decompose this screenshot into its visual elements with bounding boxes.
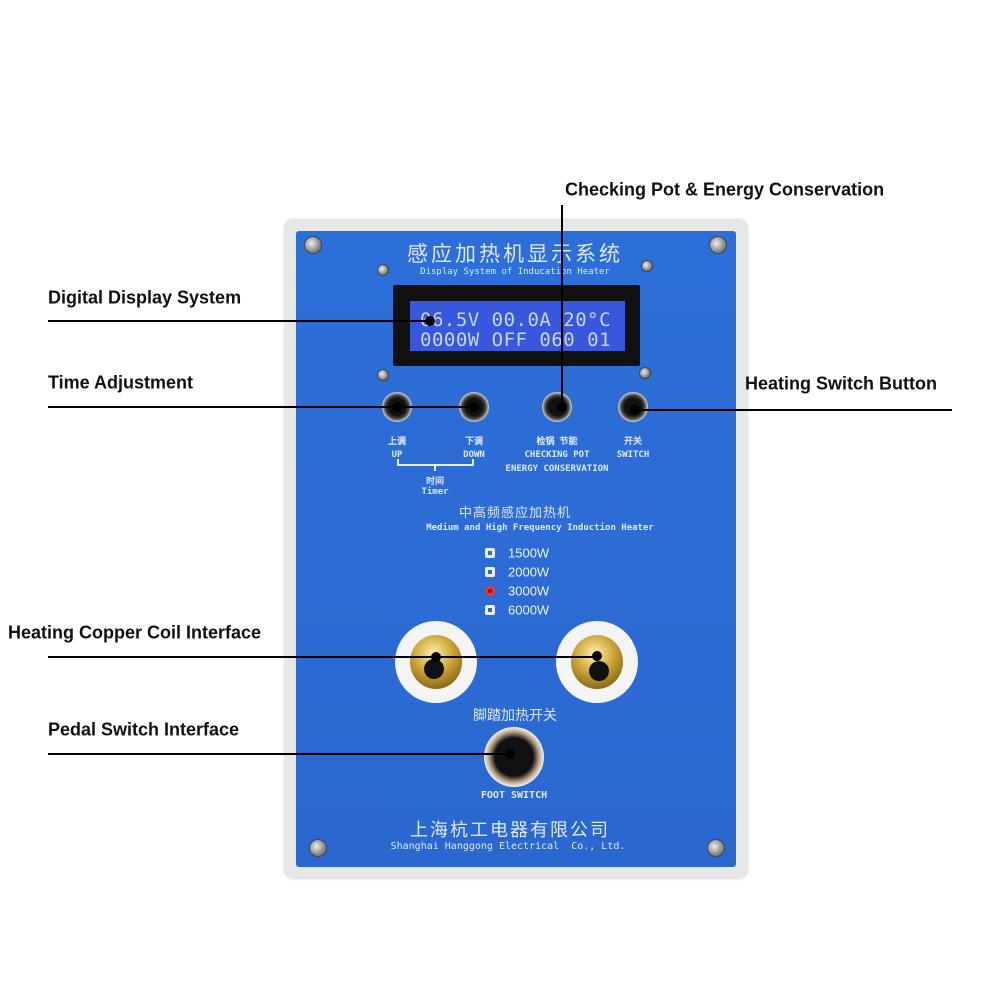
panel-title-cn: 感应加热机显示系统 [407, 242, 623, 266]
timer-bracket-stem [434, 466, 436, 471]
screw-icon [709, 236, 727, 254]
screw-icon [309, 839, 327, 857]
foot-switch-label: FOOT SWITCH [480, 790, 548, 801]
brass-connector [571, 635, 623, 689]
power-option-label: 6000W [508, 602, 550, 618]
up-label-cn: 上调 [387, 436, 407, 446]
panel-title-en: Display System of Inducation Heater [420, 267, 610, 277]
copper-coil-interface-right[interactable] [556, 621, 638, 703]
annotation-time: Time Adjustment [48, 372, 194, 393]
leader-dot [505, 749, 515, 759]
annotation-coil: Heating Copper Coil Interface [8, 622, 262, 643]
annotation-pedal: Pedal Switch Interface [48, 719, 240, 740]
leader-dot [557, 402, 567, 412]
annotation-checking: Checking Pot & Energy Conservation [565, 179, 885, 200]
leader-dot [630, 405, 640, 415]
annotation-switch: Heating Switch Button [745, 373, 937, 394]
screw-icon [707, 839, 725, 857]
lcd-screen [410, 301, 625, 351]
annotation-display: Digital Display System [48, 287, 242, 308]
power-option-label: 1500W [508, 545, 550, 561]
leader-dot [425, 316, 435, 326]
leader-line [561, 205, 563, 407]
leader-line [48, 656, 597, 658]
timer-bracket [397, 459, 474, 466]
connector-hole [424, 659, 444, 679]
timer-label-cn: 时间 [425, 476, 445, 486]
power-indicator-6000 [485, 605, 495, 615]
leader-dot [392, 402, 402, 412]
checking-label-cn: 检锅 节能 [536, 436, 578, 446]
timer-label: Timer [421, 487, 449, 497]
subtitle-en: Medium and High Frequency Induction Heat… [426, 523, 654, 533]
lcd-line-1: 06.5V 00.0A 20°C [420, 309, 612, 331]
subtitle-cn: 中高频感应加热机 [458, 506, 572, 521]
energy-conservation-label: ENERGY CONSERVATION [505, 464, 609, 474]
screw-icon [641, 260, 653, 272]
screw-icon [639, 367, 651, 379]
switch-label-cn: 开关 [623, 436, 643, 446]
down-label: DOWN [463, 450, 485, 460]
power-indicator-3000-selected [485, 586, 495, 596]
connector-hole [589, 661, 609, 681]
company-name-en: Shanghai Hanggong Electrical Co., Ltd. [390, 841, 626, 852]
screw-icon [377, 369, 389, 381]
power-option-label: 3000W [508, 583, 550, 599]
switch-label: SWITCH [616, 450, 650, 460]
leader-line [633, 409, 952, 411]
screw-icon [304, 236, 322, 254]
leader-line [48, 753, 510, 755]
leader-line [48, 406, 474, 408]
leader-dot [469, 402, 479, 412]
leader-line [48, 320, 430, 322]
power-indicator-2000 [485, 567, 495, 577]
lcd-line-2: 0000W OFF 060 01 [420, 329, 612, 351]
copper-coil-interface-left[interactable] [395, 621, 477, 703]
power-option-label: 2000W [508, 564, 550, 580]
screw-icon [377, 264, 389, 276]
down-label-cn: 下调 [464, 436, 484, 446]
up-label: UP [391, 450, 403, 460]
brass-connector [410, 635, 462, 689]
company-name-cn: 上海杭工电器有限公司 [410, 820, 610, 841]
power-indicator-1500 [485, 548, 495, 558]
foot-switch-label-cn: 脚踏加热开关 [473, 708, 557, 724]
leader-dot [431, 652, 441, 662]
leader-dot [592, 651, 602, 661]
checking-label: CHECKING POT [524, 450, 590, 460]
